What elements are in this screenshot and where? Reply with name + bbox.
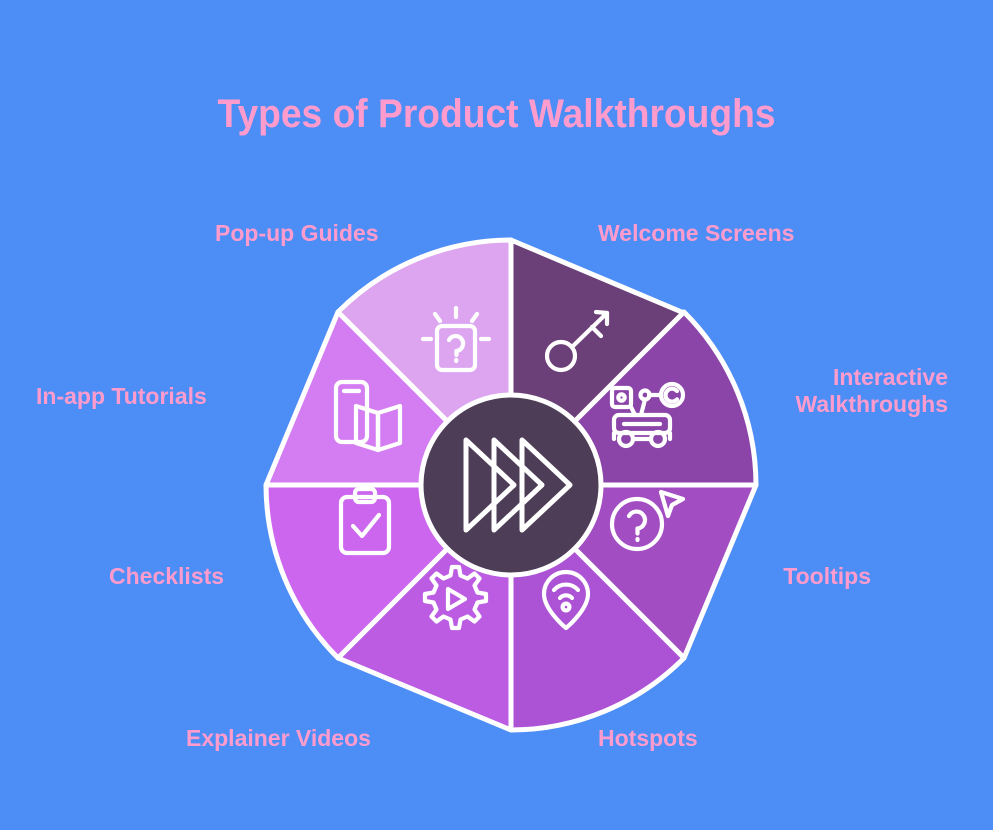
phone-book-icon: [333, 379, 403, 453]
page-title: Types of Product Walkthroughs: [217, 92, 776, 136]
wifi-pin-icon: [541, 569, 591, 631]
label-explainer-videos: Explainer Videos: [186, 725, 371, 751]
segment-icons: [333, 305, 686, 631]
popup-question-card-icon: [420, 305, 492, 373]
label-welcome-screens: Welcome Screens: [598, 220, 795, 246]
clipboard-check-icon: [338, 486, 392, 556]
key-icon: [544, 309, 610, 373]
fast-forward-triple-chevron-icon: [463, 437, 573, 533]
label-pop-up-guides: Pop-up Guides: [215, 220, 379, 246]
question-cursor-icon: [609, 489, 686, 552]
center-hub[interactable]: [418, 392, 604, 578]
wheel-svg: [263, 237, 759, 733]
label-hotspots: Hotspots: [598, 725, 698, 751]
label-checklists: Checklists: [109, 563, 225, 589]
gear-play-icon: [422, 564, 489, 631]
walkthrough-wheel: [256, 230, 766, 740]
label-interactive-walkthroughs: Interactive Walkthroughs: [795, 364, 948, 417]
label-tooltips: Tooltips: [783, 563, 871, 589]
rover-robot-icon: [609, 381, 686, 449]
label-in-app-tutorials: In-app Tutorials: [36, 383, 207, 409]
